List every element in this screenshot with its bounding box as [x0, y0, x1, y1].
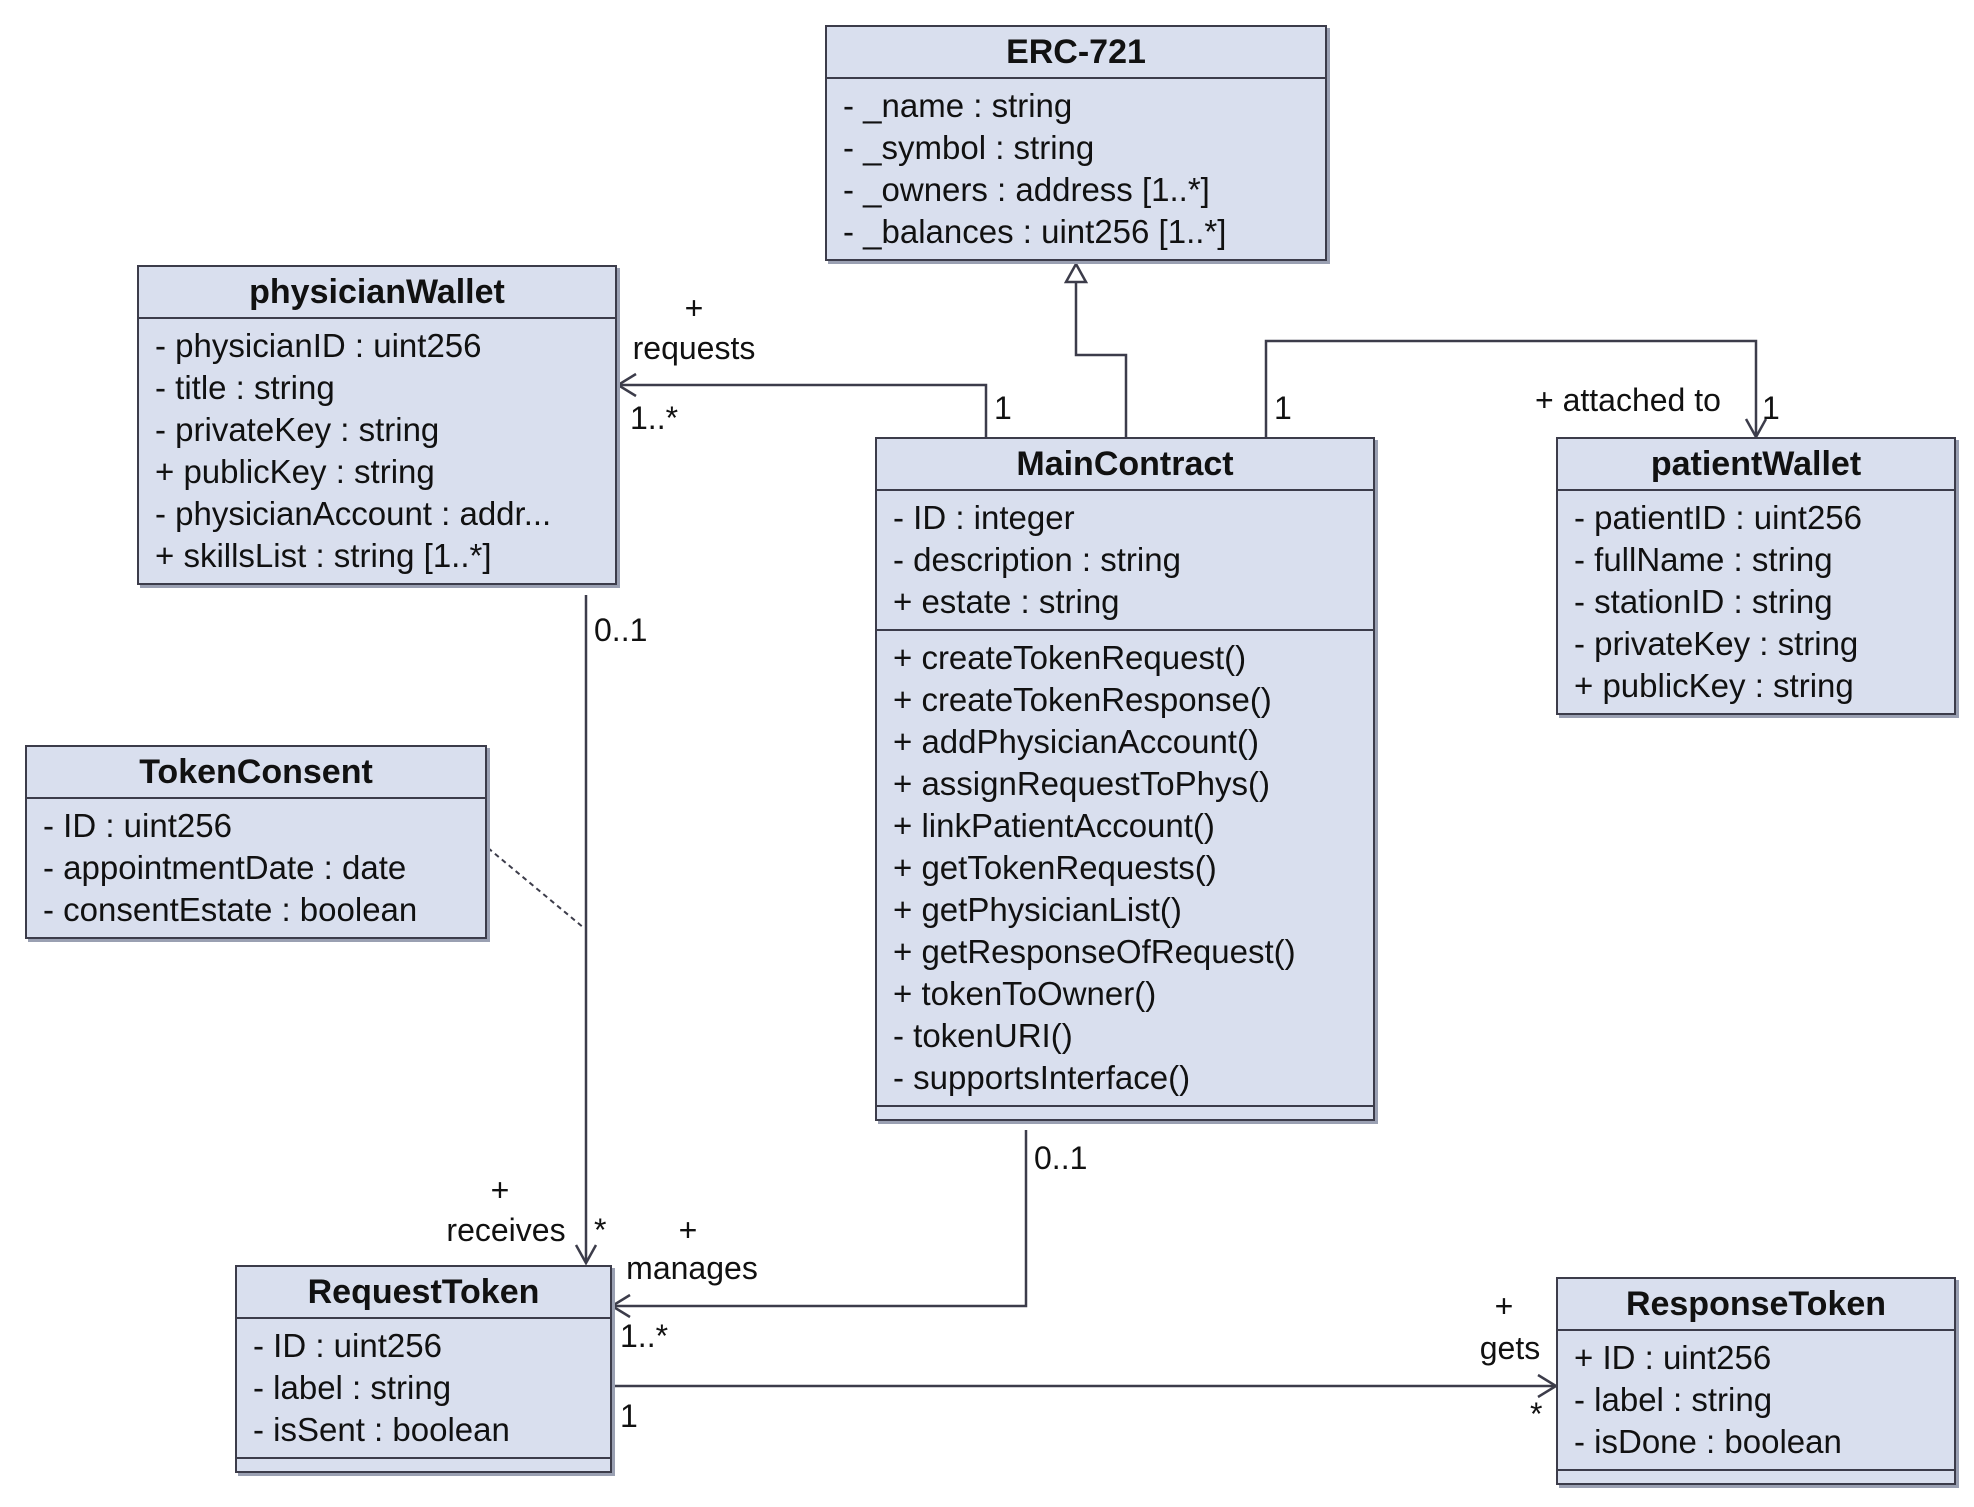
attribute: + skillsList : string [1..*]: [155, 537, 492, 574]
generalization-line: [1074, 280, 1128, 437]
manages-role-label: manages: [626, 1250, 758, 1286]
requests-role-label: requests: [632, 330, 756, 366]
attribute: - privateKey : string: [155, 411, 440, 448]
receives-role-label: receives: [446, 1212, 566, 1248]
request-token-multiplicity: 1: [620, 1398, 638, 1434]
attributes-section: + ID : uint256 - label : string - isDone…: [1558, 1331, 1954, 1471]
attribute: - fullName : string: [1574, 541, 1833, 578]
class-response-token[interactable]: ResponseToken + ID : uint256 - label : s…: [1556, 1277, 1956, 1485]
attribute: + publicKey : string: [1574, 667, 1854, 704]
attributes-section: - patientID : uint256 - fullName : strin…: [1558, 491, 1954, 713]
attribute: - _owners : address [1..*]: [843, 171, 1210, 208]
attribute: - ID : integer: [893, 499, 1075, 536]
attribute: - title : string: [155, 369, 335, 406]
class-name: physicianWallet: [139, 267, 615, 319]
receives-arrowhead: [574, 1244, 598, 1266]
attribute: + publicKey : string: [155, 453, 435, 490]
attributes-section: - ID : uint256 - label : string - isSent…: [237, 1319, 610, 1459]
operations-section: + createTokenRequest() + createTokenResp…: [877, 631, 1373, 1107]
operation: + createTokenRequest(): [893, 639, 1247, 676]
receives-multiplicity: *: [594, 1212, 607, 1248]
operation: + getTokenRequests(): [893, 849, 1217, 886]
class-physician-wallet[interactable]: physicianWallet - physicianID : uint256 …: [137, 265, 617, 585]
attribute: - _name : string: [843, 87, 1073, 124]
manages-line: [612, 1130, 1028, 1308]
requests-plus-label: +: [684, 290, 704, 326]
gets-multiplicity: *: [1530, 1396, 1543, 1432]
operation: - tokenURI(): [893, 1017, 1073, 1054]
attributes-section: - ID : integer - description : string + …: [877, 491, 1373, 631]
class-name: TokenConsent: [27, 747, 485, 799]
empty-section: [877, 1107, 1373, 1119]
requests-line: [618, 383, 988, 437]
attribute: - ID : uint256: [43, 807, 232, 844]
manages-arrowhead: [609, 1293, 631, 1319]
attribute: - physicianID : uint256: [155, 327, 482, 364]
class-token-consent[interactable]: TokenConsent - ID : uint256 - appointmen…: [25, 745, 487, 939]
generalization-arrowhead: [1063, 261, 1089, 284]
class-name: ERC-721: [827, 27, 1325, 79]
class-name: patientWallet: [1558, 439, 1954, 491]
requests-source-multiplicity: 1: [994, 390, 1012, 426]
empty-section: [1558, 1471, 1954, 1483]
main-contract-multiplicity: 0..1: [1034, 1140, 1088, 1176]
attached-to-line: [1264, 339, 1758, 437]
operation: + tokenToOwner(): [893, 975, 1157, 1012]
class-main-contract[interactable]: MainContract - ID : integer - descriptio…: [875, 437, 1375, 1121]
class-patient-wallet[interactable]: patientWallet - patientID : uint256 - fu…: [1556, 437, 1956, 715]
physician-multiplicity: 0..1: [594, 612, 648, 648]
attribute: - stationID : string: [1574, 583, 1833, 620]
attached-to-role-label: + attached to: [1535, 382, 1721, 418]
operation: + createTokenResponse(): [893, 681, 1272, 718]
gets-role-label: gets: [1479, 1330, 1541, 1366]
class-erc721[interactable]: ERC-721 - _name : string - _symbol : str…: [825, 25, 1327, 261]
requests-multiplicity: 1..*: [630, 400, 679, 436]
operation: + getResponseOfRequest(): [893, 933, 1296, 970]
attached-target-multiplicity: 1: [1762, 390, 1780, 426]
class-name: RequestToken: [237, 1267, 610, 1319]
attribute: - patientID : uint256: [1574, 499, 1863, 536]
manages-plus-label: +: [678, 1212, 698, 1248]
attributes-section: - physicianID : uint256 - title : string…: [139, 319, 615, 583]
attribute: - privateKey : string: [1574, 625, 1859, 662]
attributes-section: - ID : uint256 - appointmentDate : date …: [27, 799, 485, 937]
class-name: ResponseToken: [1558, 1279, 1954, 1331]
operation: - supportsInterface(): [893, 1059, 1191, 1096]
attribute: + estate : string: [893, 583, 1120, 620]
operation: + addPhysicianAccount(): [893, 723, 1259, 760]
attribute: - isSent : boolean: [253, 1411, 510, 1448]
attribute: - label : string: [1574, 1381, 1773, 1418]
gets-plus-label: +: [1494, 1288, 1514, 1324]
requests-arrowhead: [615, 372, 637, 398]
attribute: - consentEstate : boolean: [43, 891, 418, 928]
attached-source-multiplicity: 1: [1274, 390, 1292, 426]
attribute: - physicianAccount : addr...: [155, 495, 552, 532]
attributes-section: - _name : string - _symbol : string - _o…: [827, 79, 1325, 259]
class-request-token[interactable]: RequestToken - ID : uint256 - label : st…: [235, 1265, 612, 1473]
association-class-dashed-line: [487, 847, 585, 929]
attribute: - description : string: [893, 541, 1181, 578]
attribute: + ID : uint256: [1574, 1339, 1772, 1376]
manages-multiplicity: 1..*: [620, 1318, 669, 1354]
empty-section: [237, 1459, 610, 1471]
class-name: MainContract: [877, 439, 1373, 491]
attribute: - _balances : uint256 [1..*]: [843, 213, 1227, 250]
attribute: - ID : uint256: [253, 1327, 442, 1364]
operation: + getPhysicianList(): [893, 891, 1182, 928]
attribute: - isDone : boolean: [1574, 1423, 1842, 1460]
attribute: - appointmentDate : date: [43, 849, 407, 886]
operation: + linkPatientAccount(): [893, 807, 1215, 844]
receives-plus-label: +: [490, 1172, 510, 1208]
operation: + assignRequestToPhys(): [893, 765, 1270, 802]
attribute: - _symbol : string: [843, 129, 1095, 166]
attribute: - label : string: [253, 1369, 452, 1406]
